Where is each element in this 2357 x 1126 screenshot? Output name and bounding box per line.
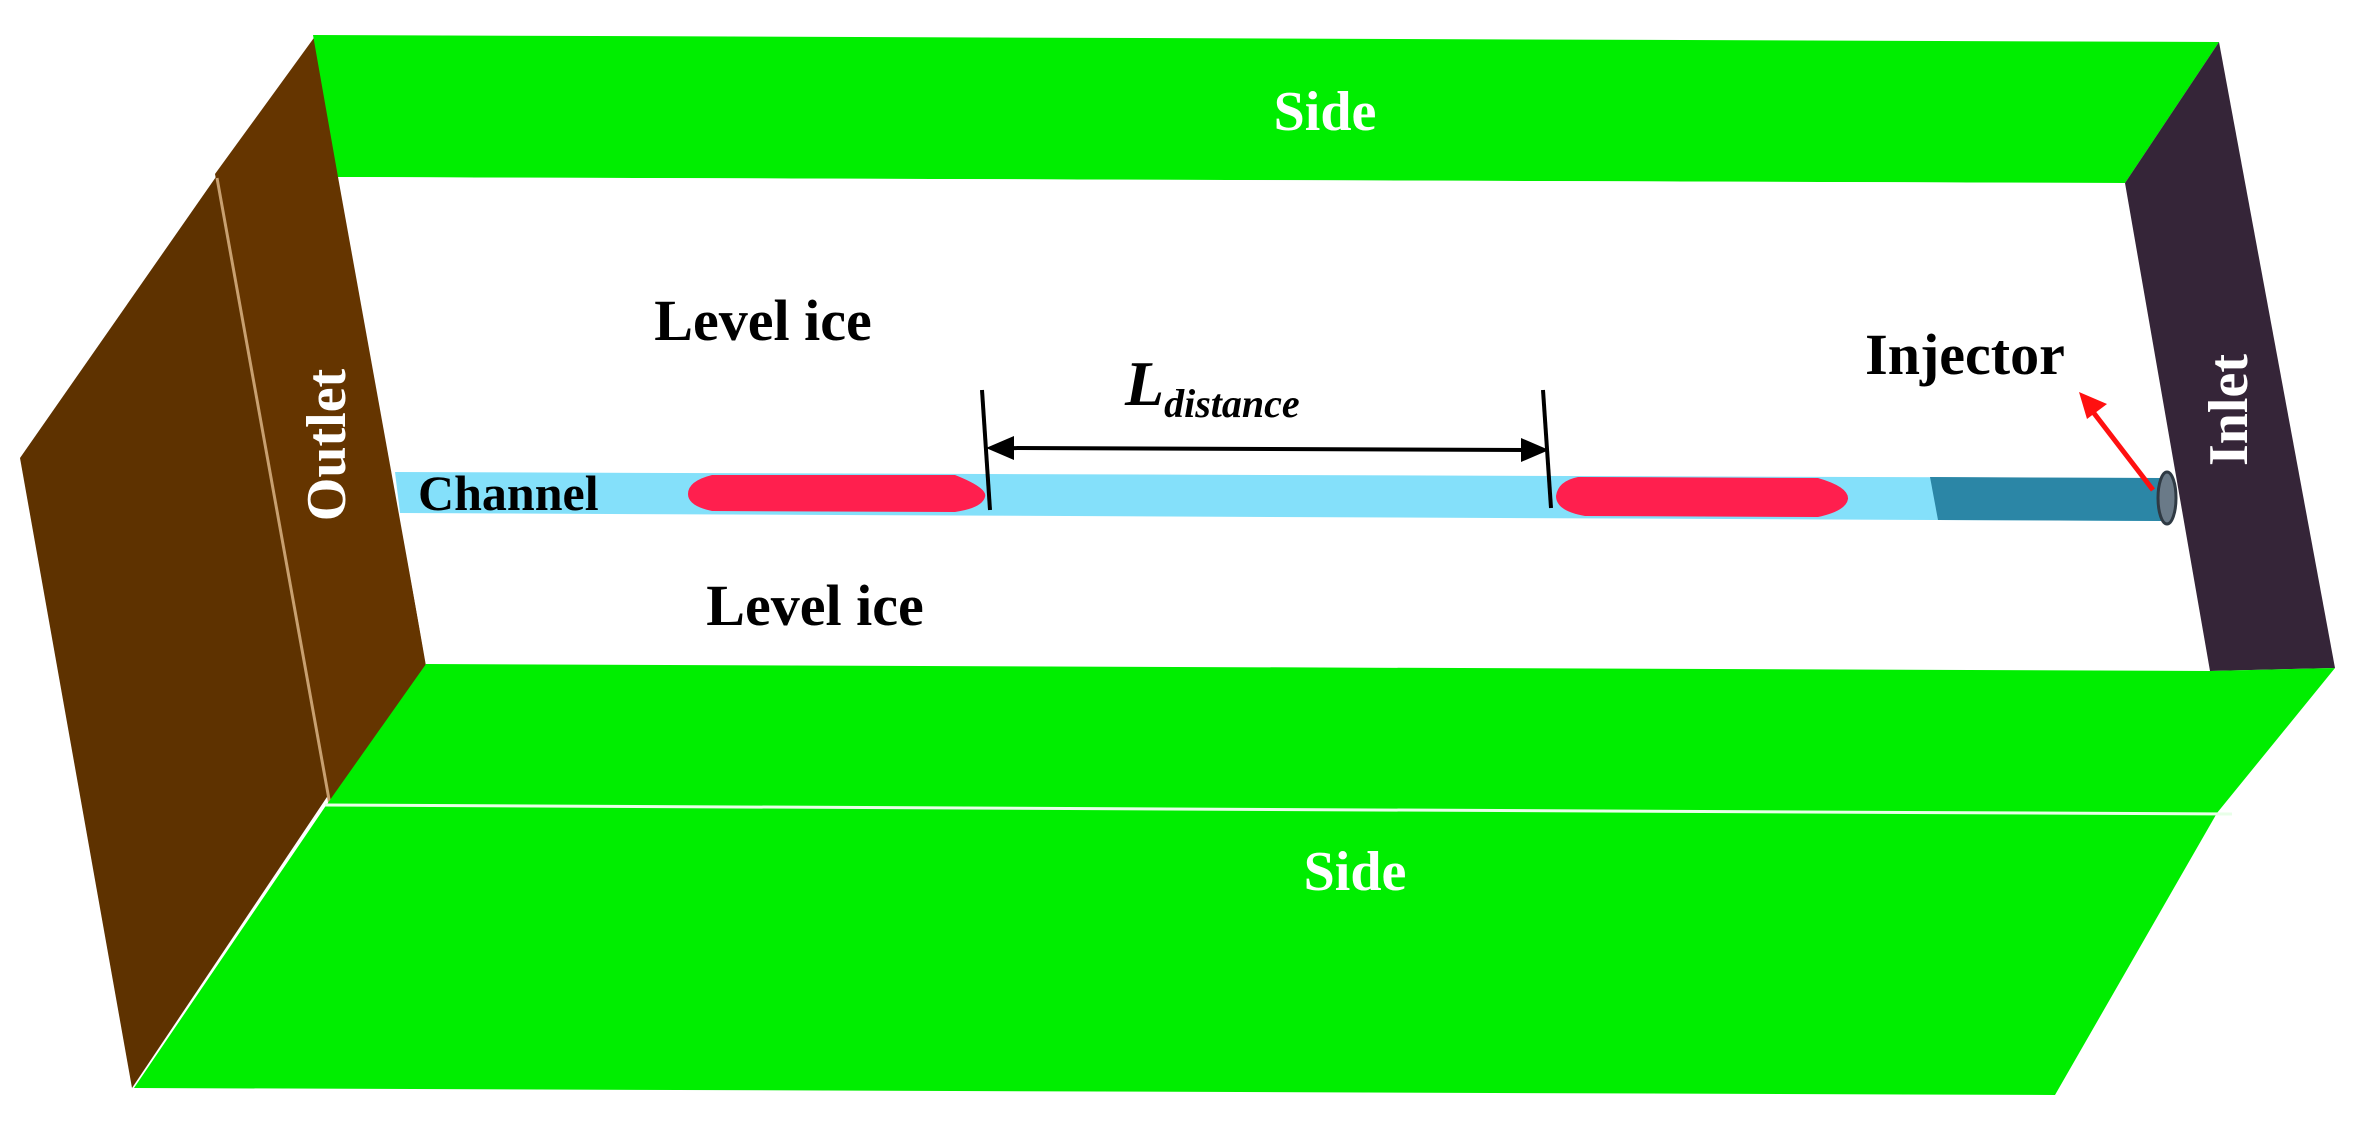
injector-arrowhead bbox=[2079, 392, 2107, 419]
side-top-face bbox=[313, 35, 2219, 183]
level-ice-plane bbox=[338, 177, 2210, 671]
outlet-face bbox=[215, 35, 426, 807]
distance-label-sub: distance bbox=[1164, 381, 1300, 426]
distance-arrowhead-right bbox=[1521, 438, 1549, 462]
channel-label: Channel bbox=[418, 465, 599, 521]
side-bottom-face bbox=[134, 664, 2335, 1095]
distance-marker-right bbox=[1541, 389, 1553, 509]
distance-arrow-line bbox=[999, 446, 1536, 452]
outlet-edge bbox=[215, 177, 332, 806]
injector-arrow bbox=[2088, 406, 2155, 492]
side-top-label: Side bbox=[1274, 81, 1377, 143]
distance-marker-left bbox=[980, 389, 992, 511]
ship-right bbox=[1556, 477, 1849, 517]
injector-nozzle bbox=[2156, 470, 2178, 526]
inlet-face bbox=[2125, 42, 2335, 671]
level-ice-bottom-label: Level ice bbox=[706, 573, 923, 638]
channel-strip bbox=[395, 472, 2163, 521]
inlet-label: Inlet bbox=[2198, 354, 2260, 466]
side-bottom-edge bbox=[324, 803, 2233, 816]
distance-label: Ldistance bbox=[1124, 348, 1300, 426]
channel-broken-ice bbox=[1930, 477, 2163, 521]
side-bottom-label: Side bbox=[1304, 841, 1407, 903]
ship-left bbox=[688, 475, 986, 512]
distance-arrowhead-left bbox=[986, 436, 1014, 460]
injector-label: Injector bbox=[1865, 322, 2065, 387]
distance-label-main: L bbox=[1124, 348, 1164, 419]
outlet-label: Outlet bbox=[296, 368, 358, 521]
level-ice-top-label: Level ice bbox=[654, 288, 871, 353]
